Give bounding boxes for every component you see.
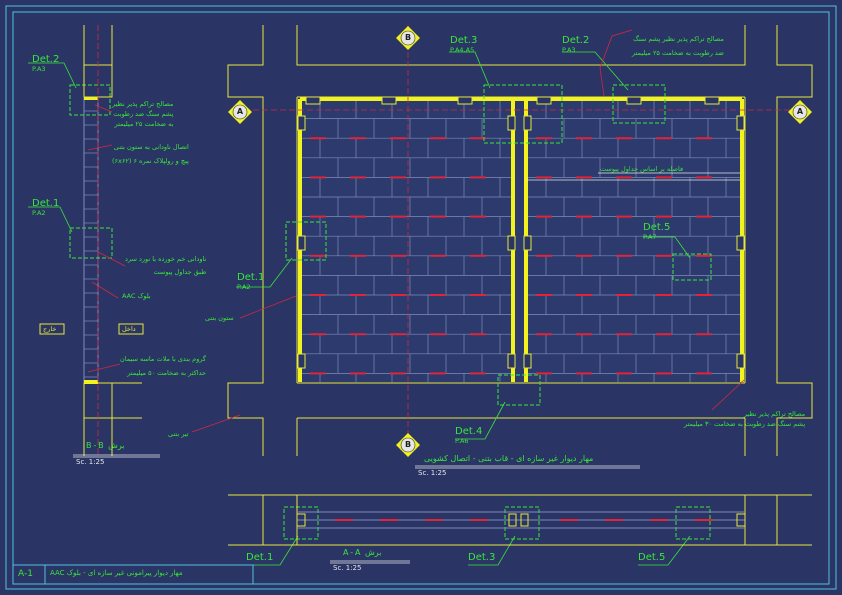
detail-callouts [69,84,712,540]
note-spacing: فاصله بر اساس جداول پیوست [600,165,684,173]
note-sealant-bottom: مصالح تراکم پذیر نظیر پشم سنگ ضد رطوبت ب… [684,410,806,428]
note-grout: گروم بندی با ملات ماسه سیمان حداکثر به ض… [120,355,207,377]
block-wall [300,98,742,382]
det4-bot-label: Det.4 [455,426,483,437]
inside-label: داخل [122,325,136,333]
det2-top-label: Det.2 [562,35,590,46]
det2-left-label: Det.2 [32,54,60,65]
det1-mid-label: Det.1 [237,272,265,283]
bb-scale: Sc. 1:25 [76,458,105,466]
det3-top-ref: P.A4,A5 [450,46,475,54]
elevation-scale: Sc. 1:25 [418,469,447,477]
outside-label: خارج [43,325,57,333]
aa-clips [296,513,746,527]
title-block [12,564,254,585]
bb-grout [84,380,98,384]
grid-bubble-a-right [788,100,812,124]
elevation-title: مهار دیوار غیر سازه ای - قاب بتنی - اتصا… [424,454,594,463]
sheet-number: A-1 [18,569,33,579]
note-cold-channel: ناودانی خم خورده با نورد سرد طبق جداول پ… [125,255,207,276]
det4-bot-ref: P.A6 [455,437,469,445]
bb-top-cap [84,97,98,100]
channel-clips [297,96,745,369]
det2-left-ref: P.A3 [32,65,46,73]
aa-scale: Sc. 1:25 [333,564,362,572]
det5-plan-label: Det.5 [638,552,666,563]
note-sealant-top: مصالح تراکم پذیر نظیر پشم سنگ ضد رطوبت ب… [632,35,724,57]
det1-left-label: Det.1 [32,198,60,209]
note-aac-block: بلوک AAC [122,292,151,300]
grid-axes [235,25,800,456]
drawing-border [12,11,830,585]
det1-plan-label: Det.1 [246,552,274,563]
note-column: ستون بتنی [205,314,234,322]
det3-plan-label: Det.3 [468,552,496,563]
note-channel-connection: اتصال ناودانی به ستون بتنی پیچ و رولپلاک… [112,143,189,165]
outside-box [39,323,65,335]
grid-label-a-right: A [796,107,804,116]
grid-label-a-left: A [236,107,244,116]
note-leaders [87,29,745,433]
det3-top-label: Det.3 [450,35,478,46]
det5-mid-label: Det.5 [643,222,671,233]
det2-top-ref: P.A3 [562,46,576,54]
grid-label-b-bottom: B [404,440,412,449]
title-underlines [73,454,640,564]
leader-lines [28,51,740,566]
grid-bubble-b-bottom [396,433,420,457]
grid-bubble-a-left [228,100,252,124]
det5-mid-ref: P.A7 [643,233,657,241]
inside-box [118,323,144,335]
sheet-border [5,5,837,590]
grid-label-b-top: B [404,33,412,42]
sheet-title: مهار دیوار پیرامونی غیر سازه ای - بلوک A… [50,569,183,577]
grid-bubble-b-top [396,26,420,50]
aa-title: برش A-A [343,548,382,557]
note-sealant-left: مصالح تراکم پذیر نظیر پشم سنگ ضد رطوبت ب… [112,100,174,128]
bb-title: برش B-B [86,441,125,450]
note-beam: تیر بتنی [168,430,189,438]
det1-mid-ref: P.A2 [237,283,251,291]
det1-left-ref: P.A2 [32,209,46,217]
